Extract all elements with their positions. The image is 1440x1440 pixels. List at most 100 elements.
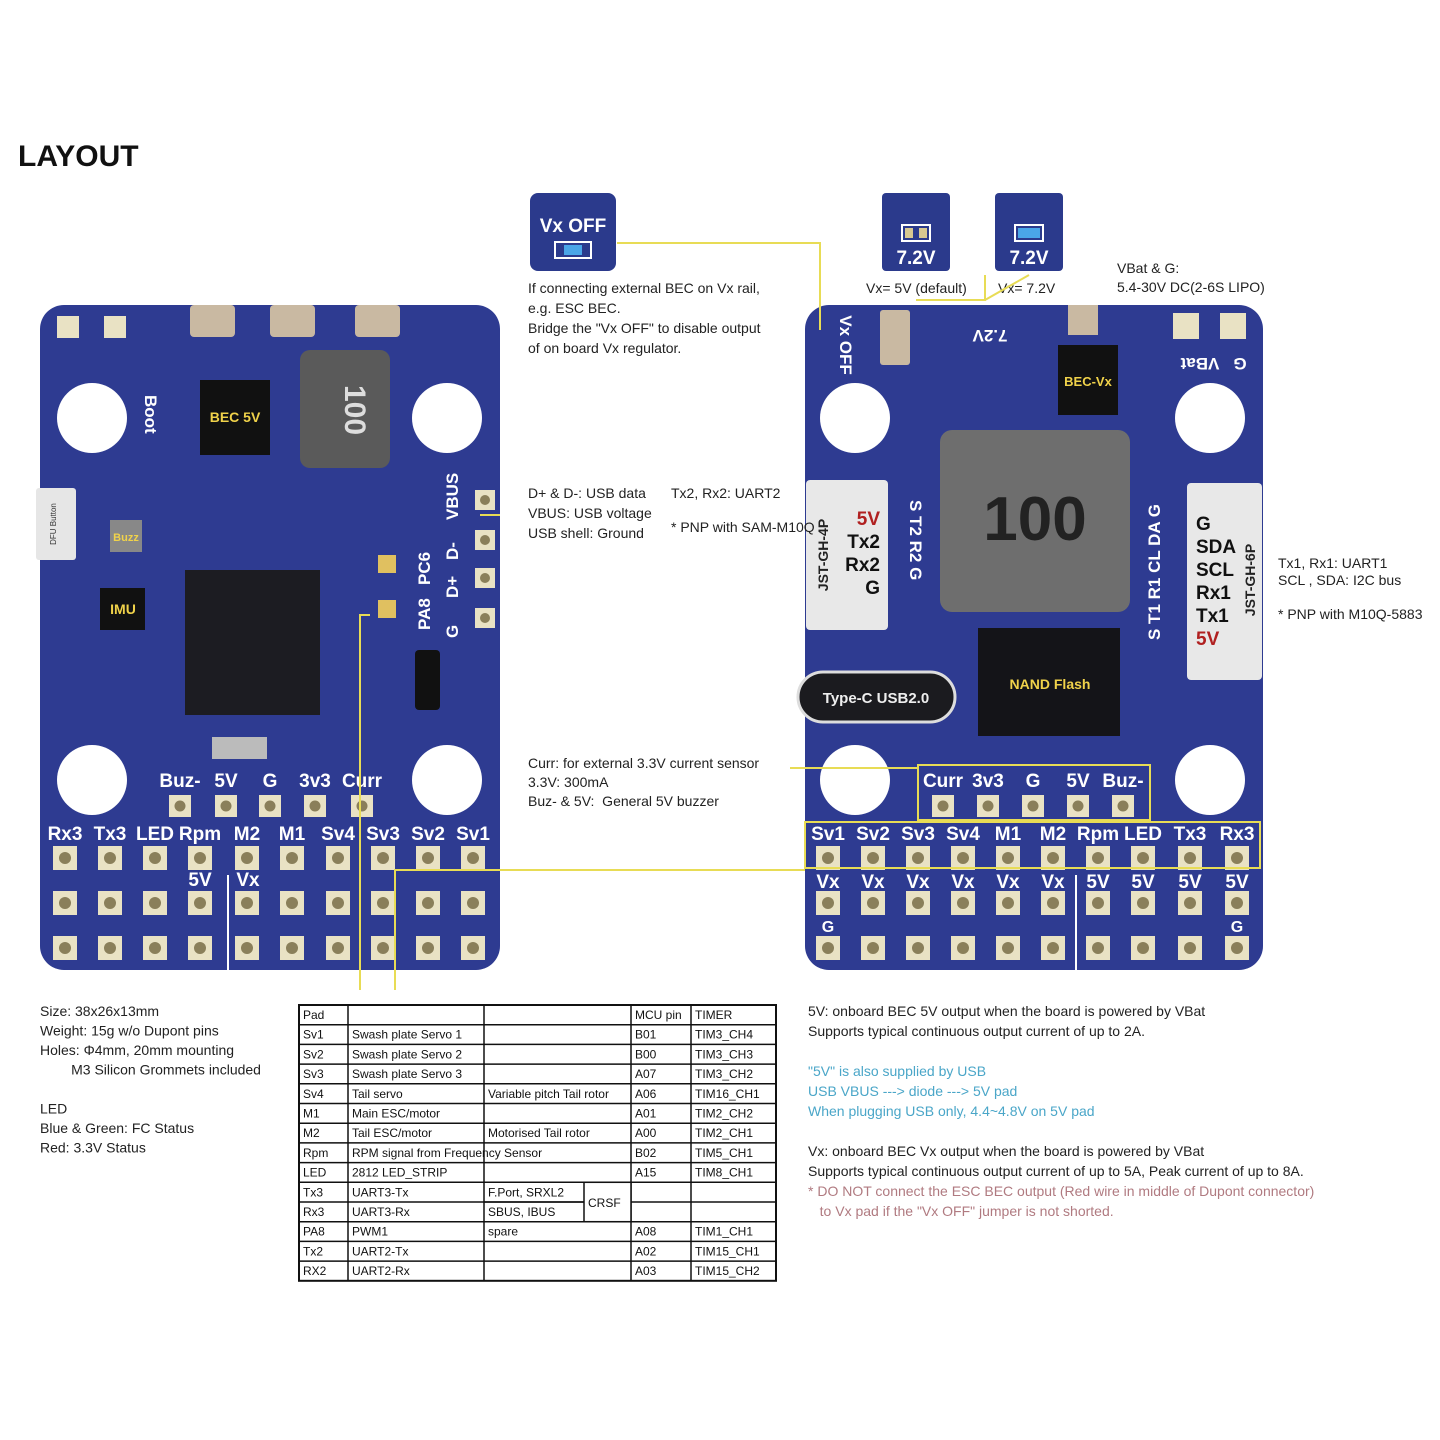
connector-pin-label: Rx1	[1196, 583, 1231, 604]
pad-hole	[1231, 852, 1243, 864]
table-cell: Tx3	[303, 1185, 323, 1199]
note-warning-line: * DO NOT connect the ESC BEC output (Red…	[808, 1183, 1314, 1199]
pin-label: G	[1026, 771, 1041, 792]
pad-hole	[1072, 800, 1084, 812]
bec-5v-chip: BEC 5V	[210, 409, 261, 425]
pin-label: G	[263, 771, 278, 792]
pad-hole	[377, 897, 389, 909]
pin-label: M1	[995, 824, 1022, 845]
connector-pin-label: Rx2	[845, 555, 880, 576]
table-cell: TIM3_CH4	[695, 1028, 753, 1042]
table-cell: Tail servo	[352, 1087, 403, 1101]
connector-pin-label: 5V	[857, 509, 881, 530]
note-specs-line: LED	[40, 1101, 67, 1117]
pin-label: Tx3	[1174, 824, 1207, 845]
note-usb-line: VBUS: USB voltage	[528, 505, 652, 521]
rail-label: Vx	[861, 872, 885, 893]
g-label: G	[1233, 354, 1246, 373]
note-uart1-line: Tx1, Rx1: UART1	[1278, 555, 1388, 571]
pad-hole	[467, 897, 479, 909]
pin-label: Buz-	[1102, 771, 1143, 792]
pin-label: Sv2	[856, 824, 890, 845]
rail-label: Vx	[951, 872, 975, 893]
table-cell: TIM3_CH3	[695, 1047, 753, 1061]
rail-label: 5V	[1131, 872, 1155, 893]
usb-pin-label: G	[443, 625, 462, 638]
pad-hole	[480, 573, 490, 583]
table-cell: Pad	[303, 1008, 324, 1022]
note-curr-line: Curr: for external 3.3V current sensor	[528, 755, 759, 771]
pad-hole	[264, 800, 276, 812]
vx-off-silk: Vx OFF	[836, 315, 855, 375]
jumper-caption-default: Vx= 5V (default)	[866, 280, 967, 296]
table-cell: A00	[635, 1126, 657, 1140]
pad-hole	[867, 942, 879, 954]
pin-label: Sv3	[366, 824, 400, 845]
pad-hole	[332, 897, 344, 909]
jumper-72v: 7.2V	[995, 193, 1063, 271]
usb-pin-label: VBUS	[443, 473, 462, 520]
table-cell: UART2-Tx	[352, 1244, 408, 1258]
table-cell: TIMER	[695, 1008, 733, 1022]
table-cell: PWM1	[352, 1225, 388, 1239]
rail-5v-label: 5V	[188, 870, 212, 891]
jumper-label: Vx OFF	[540, 216, 607, 237]
table-cell: 2812 LED_STRIP	[352, 1166, 447, 1180]
pad-hole	[1231, 942, 1243, 954]
rail-label: 5V	[1225, 872, 1249, 893]
pad-hole	[1002, 897, 1014, 909]
jumper-72v-silk: 7.2V	[972, 326, 1008, 345]
pad-hole	[1137, 897, 1149, 909]
pin-label: M2	[1040, 824, 1066, 845]
pin-label: Sv1	[456, 824, 490, 845]
pad-hole	[1184, 852, 1196, 864]
pad-hole	[241, 852, 253, 864]
note-power_vx-line: Vx: onboard BEC Vx output when the board…	[808, 1143, 1204, 1159]
connector-pin-label: SCL	[1196, 560, 1234, 581]
rail-label: Vx	[996, 872, 1020, 893]
jst-gh-4p-label: JST-GH-4P	[815, 519, 831, 591]
pin-label: 3v3	[299, 771, 331, 792]
pad-hole	[1184, 897, 1196, 909]
boot-label: Boot	[141, 395, 160, 434]
pad-hole	[1184, 942, 1196, 954]
pin-label: Rpm	[179, 824, 221, 845]
note-vbat-line: VBat & G:	[1117, 260, 1179, 276]
rail-vx-label: Vx	[236, 870, 260, 891]
note-warning-line: to Vx pad if the "Vx OFF" jumper is not …	[808, 1203, 1114, 1219]
typec-usb-port: Type-C USB2.0	[823, 690, 929, 707]
ground-label: G	[822, 919, 834, 936]
note-vx_off-line: e.g. ESC BEC.	[528, 300, 621, 316]
table-cell: TIM2_CH2	[695, 1107, 753, 1121]
jumper-label: 7.2V	[1009, 248, 1048, 269]
usb-pin-label: D+	[443, 576, 462, 598]
pad-hole	[1231, 897, 1243, 909]
pin-label: Curr	[923, 771, 964, 792]
table-cell: Variable pitch Tail rotor	[488, 1087, 609, 1101]
table-cell: B02	[635, 1146, 657, 1160]
pad-hole	[104, 942, 116, 954]
pin-label: LED	[136, 824, 174, 845]
table-cell: A08	[635, 1225, 657, 1239]
table-cell: spare	[488, 1225, 518, 1239]
note-curr-line: 3.3V: 300mA	[528, 774, 609, 790]
right-board: VBat G Vx OFF 7.2V BEC-Vx 100 NAND Flash…	[796, 305, 1263, 970]
note-uart2-line: * PNP with SAM-M10Q	[671, 519, 815, 535]
table-cell: A07	[635, 1067, 657, 1081]
note-curr-line: Buz- & 5V: General 5V buzzer	[528, 793, 719, 809]
pad-hole	[422, 852, 434, 864]
jumper-label: 7.2V	[896, 248, 935, 269]
table-cell: UART2-Rx	[352, 1264, 410, 1278]
pad-hole	[822, 897, 834, 909]
pad-hole	[1092, 942, 1104, 954]
crsf-cell	[583, 1181, 632, 1223]
pad-hole	[194, 942, 206, 954]
jst-gh-6p-label: JST-GH-6P	[1242, 544, 1258, 616]
pin-label: Buz-	[159, 771, 200, 792]
pad-hole	[1137, 852, 1149, 864]
